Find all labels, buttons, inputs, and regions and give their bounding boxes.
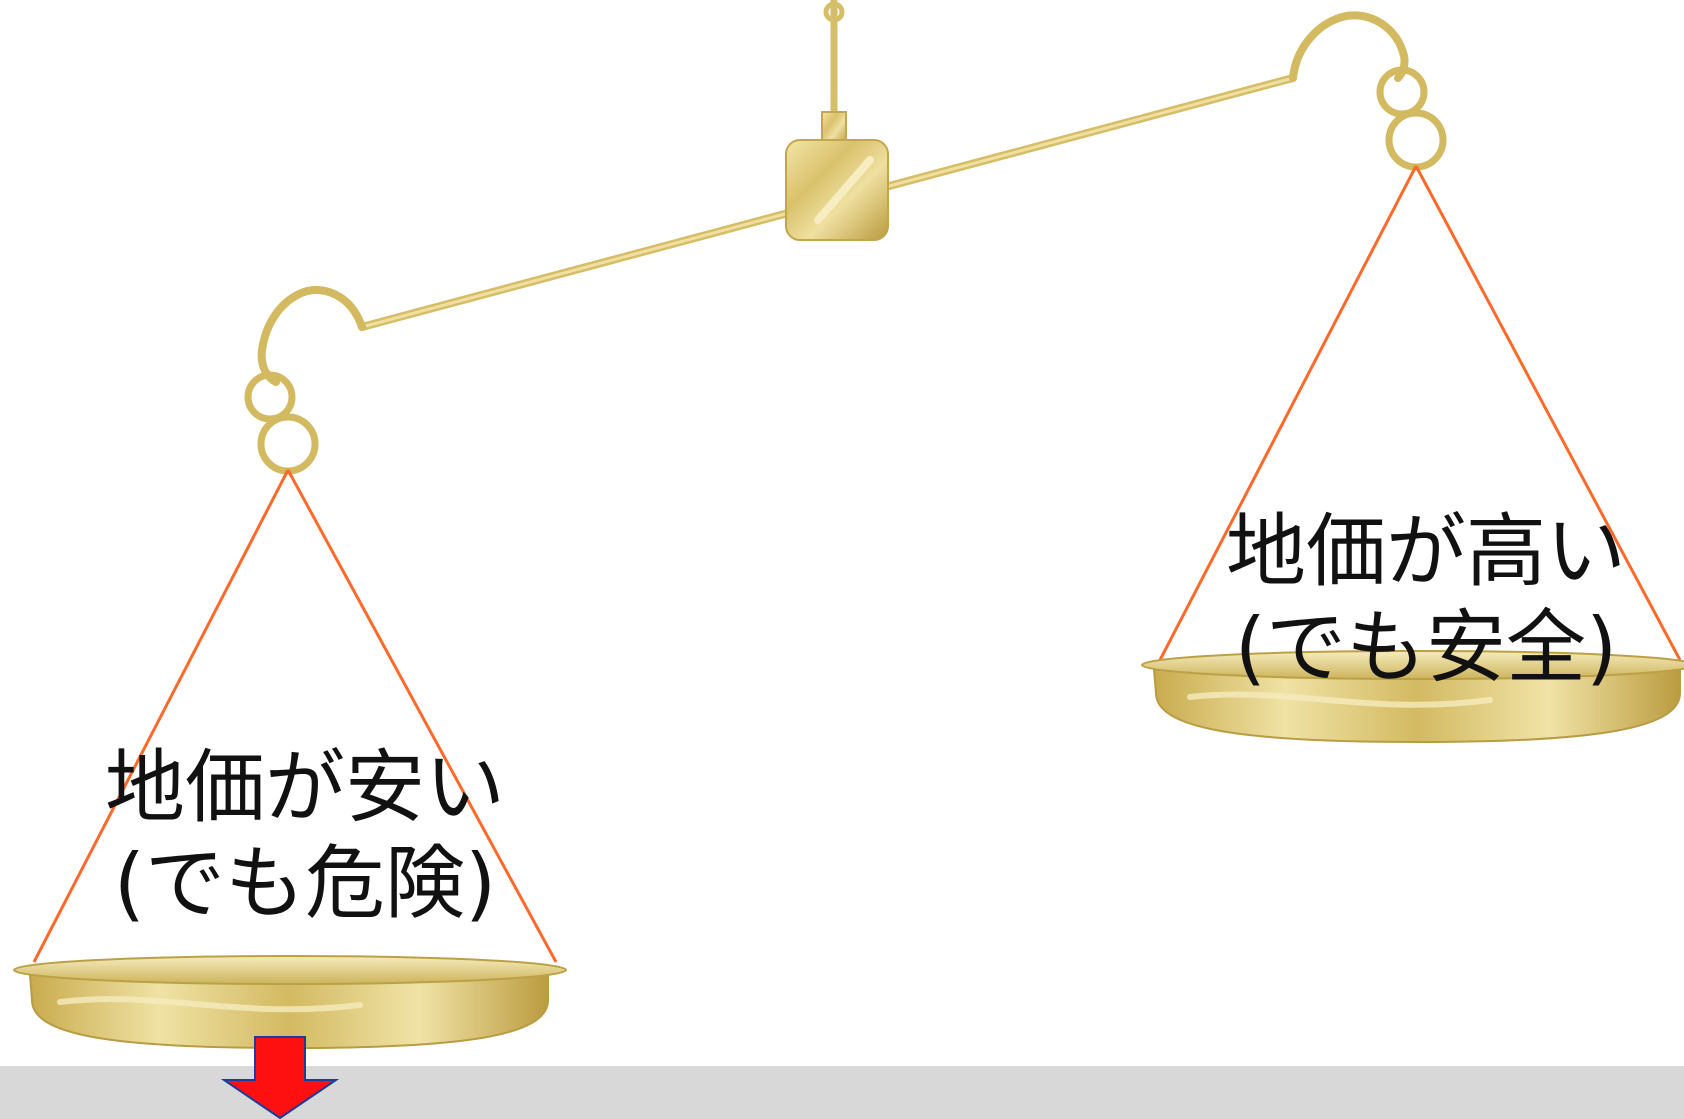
left-hook bbox=[244, 285, 366, 475]
left-pan-strings bbox=[32, 469, 558, 963]
left-pan-label-line2: (でも危険) bbox=[113, 837, 497, 930]
right-pan-label-line1: 地価が高い bbox=[1226, 505, 1626, 598]
right-hook bbox=[1289, 11, 1447, 171]
right-pan-label-line2: (でも安全) bbox=[1234, 601, 1618, 694]
right-pan-label: 地価が高い (でも安全) bbox=[1176, 504, 1676, 696]
right-pan-strings bbox=[1158, 165, 1682, 661]
hanger-rod bbox=[821, 0, 847, 145]
down-arrow-icon bbox=[220, 1036, 340, 1119]
left-pan-label-line1: 地価が安い bbox=[105, 741, 505, 834]
left-pan bbox=[13, 955, 567, 1050]
right-pan bbox=[1141, 650, 1684, 744]
left-pan-label: 地価が安い (でも危険) bbox=[55, 740, 555, 932]
pivot-block bbox=[785, 139, 889, 241]
